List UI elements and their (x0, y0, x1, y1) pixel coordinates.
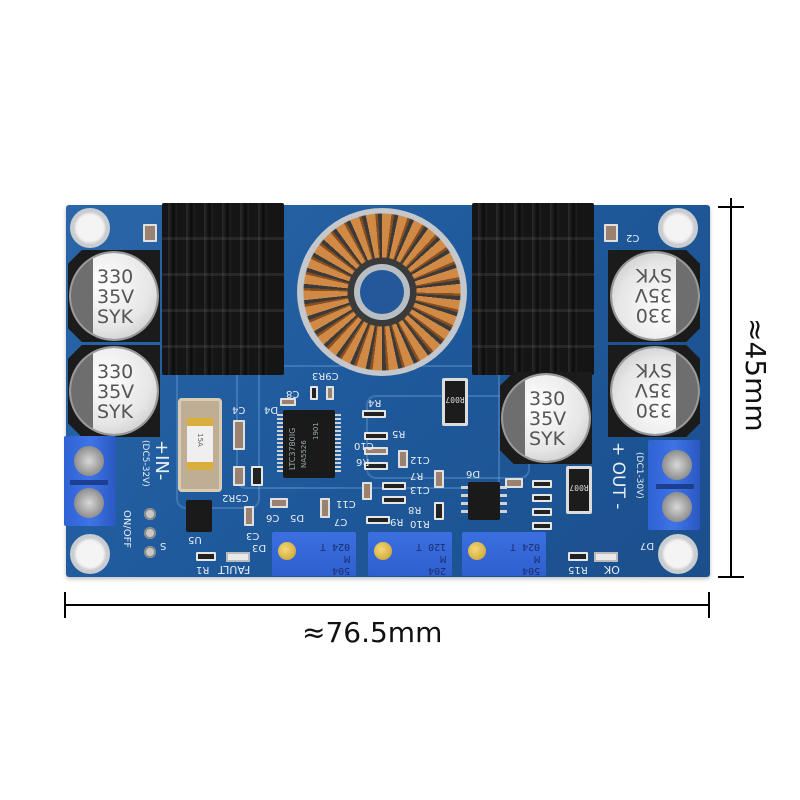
fuse: 15A (178, 398, 222, 492)
electrolytic-capacitor: 330 35V SYK (503, 375, 589, 461)
output-terminal-block[interactable] (648, 440, 700, 530)
potentiometer-current[interactable]: 204 M 120 T (368, 532, 452, 576)
potentiometer-voltage[interactable]: 504 M 024 T (272, 532, 356, 576)
on-off-label: ON/OFF (121, 510, 132, 549)
mounting-hole (70, 534, 110, 574)
input-range-label: (DC5-32V) (140, 440, 150, 487)
ok-label: OK (604, 563, 620, 576)
width-dimension-line (64, 604, 710, 606)
shunt-resistor: R007 (442, 378, 468, 426)
electrolytic-capacitor: 330 35V SYK (612, 348, 698, 434)
adjust-screw-icon[interactable] (468, 542, 486, 560)
potentiometer-charge[interactable]: 504 M 024 T (462, 532, 546, 576)
heatsink-right (472, 203, 594, 375)
fault-led (226, 552, 250, 562)
mosfet-driver-ic (468, 482, 500, 520)
width-dimension-label: ≈76.5mm (302, 616, 443, 649)
adjust-screw-icon[interactable] (374, 542, 392, 560)
output-range-label: (DC1-30V) (634, 452, 644, 499)
output-label: + OUT - (608, 442, 628, 510)
electrolytic-capacitor: 330 35V SYK (71, 253, 157, 339)
electrolytic-capacitor: 330 35V SYK (612, 253, 698, 339)
controller-ic: LTC3780IG NA5526 1901 (283, 410, 335, 478)
input-terminal-block[interactable] (64, 436, 116, 526)
electrolytic-capacitor: 330 35V SYK (71, 348, 157, 434)
height-dimension-label: ≈45mm (739, 318, 772, 432)
mounting-hole (70, 208, 110, 248)
adjust-screw-icon[interactable] (278, 542, 296, 560)
switch-pad[interactable] (144, 546, 156, 558)
heatsink-left (162, 203, 284, 375)
shunt-resistor: R007 (566, 466, 592, 514)
screw-icon[interactable] (662, 492, 692, 522)
input-label: +IN- (151, 440, 172, 481)
height-dimension-line (730, 198, 732, 578)
fault-label: FAULT (218, 563, 251, 576)
switch-pad[interactable] (144, 508, 156, 520)
toroidal-inductor (297, 208, 467, 376)
ok-led (594, 552, 618, 562)
mounting-hole (658, 534, 698, 574)
regulator-u5 (186, 500, 212, 532)
screw-icon[interactable] (74, 488, 104, 518)
mounting-hole (658, 208, 698, 248)
screw-icon[interactable] (662, 450, 692, 480)
screw-icon[interactable] (74, 446, 104, 476)
switch-pad[interactable] (144, 527, 156, 539)
